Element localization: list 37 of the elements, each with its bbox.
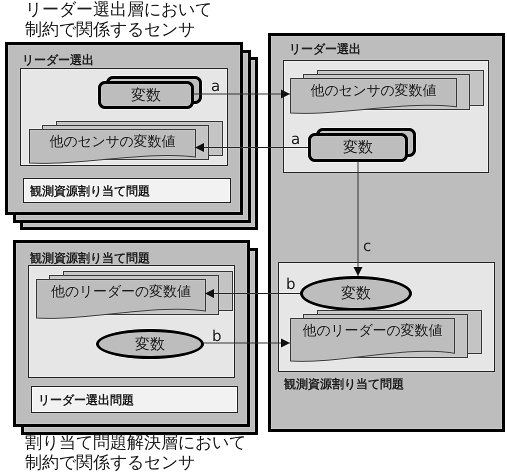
node-label: 他のリーダーの変数値 (302, 322, 442, 341)
node-label: 観測資源割り当て問題 (30, 182, 150, 200)
card (268, 33, 505, 432)
node-label: 他のセンサの変数値 (310, 82, 436, 101)
node-label: 他のセンサの変数値 (50, 133, 176, 152)
node-label: 変数 (135, 334, 165, 355)
edge-label: b (212, 328, 222, 344)
arrow (194, 143, 308, 152)
arrow (354, 162, 362, 276)
node-label: 変数 (341, 283, 371, 304)
panel (20, 68, 228, 166)
arrow (204, 289, 300, 298)
node-label: リーダー選出 (22, 52, 94, 69)
node-label: 変数 (131, 84, 161, 106)
card (5, 42, 243, 215)
arrow (202, 338, 290, 348)
node-label: リーダー選出問題 (38, 392, 134, 408)
edge-label: a (291, 131, 300, 147)
node-label: 他のリーダーの変数値 (51, 283, 191, 302)
label-box (23, 178, 231, 203)
node-label: 観測資源割り当て問題 (30, 250, 150, 267)
panel (28, 265, 235, 378)
node-label: リーダー選出層において制約で関係するセンサ (25, 0, 213, 40)
edge-label: a (211, 78, 220, 94)
node-label: 変数 (343, 137, 373, 158)
rounded-box (308, 133, 408, 162)
arrow (192, 90, 290, 98)
label-box (31, 386, 238, 413)
rounded-box (98, 81, 194, 109)
node-label: 観測資源割り当て問題 (284, 376, 404, 393)
edge-label: b (286, 276, 296, 292)
node-label: 割り当て問題解決層において制約で関係するセンサ (25, 433, 247, 473)
node-label: リーダー選出 (289, 41, 361, 58)
card (13, 240, 250, 427)
document-shape (29, 129, 196, 164)
edge-label: c (363, 238, 372, 254)
document-shape (36, 279, 206, 319)
